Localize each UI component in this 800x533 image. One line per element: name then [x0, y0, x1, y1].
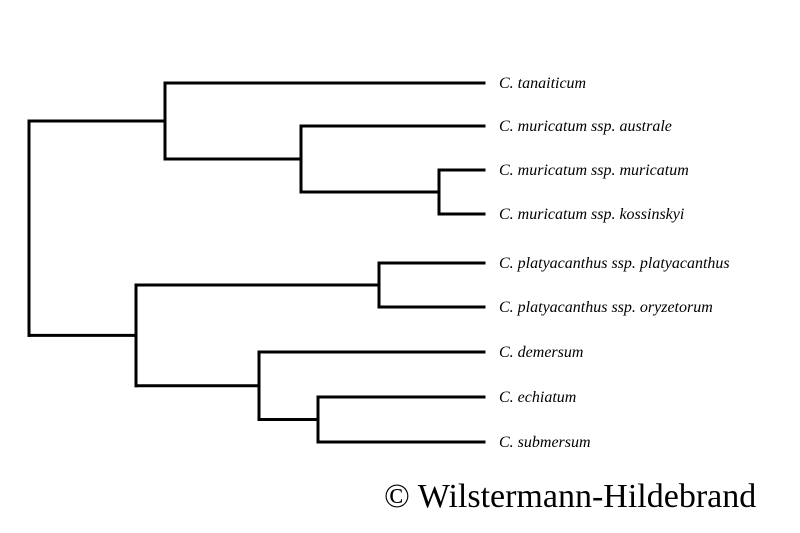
taxon-label-muricatum-muricatum: C. muricatum ssp. muricatum: [499, 162, 689, 179]
taxon-label-platyacanthus-platyacanthus: C. platyacanthus ssp. platyacanthus: [499, 255, 730, 272]
copyright-notice: © Wilstermann-Hildebrand: [384, 478, 757, 515]
taxon-label-platyacanthus-oryzetorum: C. platyacanthus ssp. oryzetorum: [499, 299, 713, 316]
taxon-label-echiatum: C. echiatum: [499, 389, 576, 406]
taxon-label-muricatum-australe: C. muricatum ssp. australe: [499, 118, 672, 135]
taxon-label-demersum: C. demersum: [499, 344, 583, 361]
taxon-label-tanaiticum: C. tanaiticum: [499, 75, 586, 92]
taxon-labels: C. tanaiticum C. muricatum ssp. australe…: [499, 75, 730, 451]
cladogram-branches: [27, 81, 486, 444]
taxon-label-muricatum-kossinskyi: C. muricatum ssp. kossinskyi: [499, 206, 684, 223]
taxon-label-submersum: C. submersum: [499, 434, 591, 451]
